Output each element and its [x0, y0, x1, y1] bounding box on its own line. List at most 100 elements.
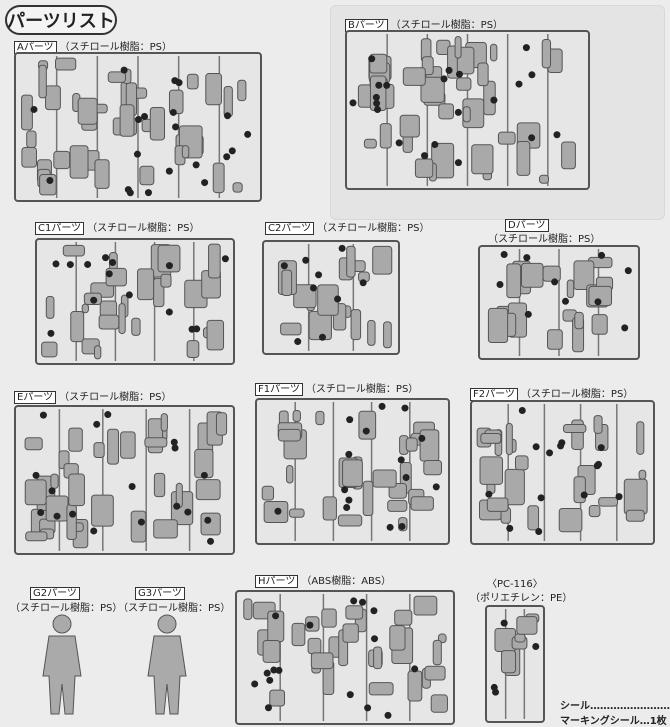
plastic-part — [212, 162, 225, 194]
part-number-marker — [615, 493, 623, 501]
plastic-part — [98, 314, 120, 330]
runner-E — [14, 405, 235, 555]
plastic-part — [542, 265, 561, 282]
plastic-part — [262, 640, 281, 663]
plastic-part — [516, 616, 538, 635]
plastic-part — [521, 262, 544, 288]
part-number-marker — [207, 537, 215, 545]
runner-parts-drawing — [476, 404, 648, 541]
part-number-marker — [274, 507, 282, 515]
label-G2-material: （スチロール樹脂：PS） — [10, 603, 123, 614]
plastic-part — [195, 479, 221, 501]
part-number-marker — [401, 404, 409, 412]
part-number-marker — [172, 123, 180, 131]
part-number-marker — [580, 491, 588, 499]
part-number-marker — [598, 251, 606, 259]
plastic-part — [157, 244, 181, 273]
plastic-part — [261, 485, 275, 501]
part-number-marker — [359, 598, 367, 606]
part-number-marker — [90, 296, 98, 304]
part-number-marker — [561, 297, 569, 305]
part-number-marker — [490, 96, 498, 104]
plastic-part — [372, 245, 393, 275]
runner-parts-drawing — [261, 402, 442, 541]
part-number-marker — [440, 75, 448, 83]
part-number-marker — [553, 131, 561, 139]
part-number-marker — [372, 93, 380, 101]
plastic-part — [345, 605, 364, 620]
part-number-marker — [421, 152, 429, 160]
plastic-part — [623, 478, 648, 515]
plastic-part — [21, 147, 37, 168]
plastic-part — [55, 57, 77, 71]
plastic-part — [516, 141, 531, 176]
plastic-part — [407, 670, 423, 702]
plastic-part — [62, 244, 85, 257]
plastic-part — [25, 531, 48, 542]
plastic-part — [38, 64, 47, 99]
part-number-marker — [184, 508, 192, 516]
part-number-marker — [137, 518, 145, 526]
part-number-marker — [102, 254, 110, 262]
part-number-marker — [266, 676, 274, 684]
plastic-part — [527, 505, 540, 531]
part-number-marker — [345, 496, 353, 504]
plastic-part — [430, 694, 448, 713]
part-number-marker — [48, 487, 56, 495]
label-G3-material: （スチロール樹脂：PS） — [118, 603, 231, 614]
part-number-marker — [37, 509, 45, 517]
label-G3: G3パーツ — [135, 584, 188, 600]
plastic-part — [107, 428, 119, 465]
runner-parts-drawing — [487, 249, 632, 356]
plastic-part — [24, 479, 47, 506]
plastic-part — [286, 464, 294, 484]
part-number-marker — [528, 134, 536, 142]
part-number-marker — [128, 482, 136, 490]
part-number-marker — [535, 528, 543, 536]
plastic-part — [402, 67, 426, 86]
plastic-part — [205, 73, 222, 106]
plastic-part — [419, 429, 440, 462]
label-G2: G2パーツ — [30, 584, 83, 600]
label-C2: C2パーツ（スチロール樹脂：PS） — [265, 219, 430, 235]
plastic-part — [77, 97, 98, 125]
plastic-part — [539, 174, 550, 184]
plastic-part — [41, 341, 58, 358]
plastic-part — [379, 123, 392, 149]
part-number-marker — [371, 635, 379, 643]
part-number-marker — [346, 416, 354, 424]
plastic-part — [558, 507, 583, 533]
runner-F1 — [255, 398, 450, 545]
plastic-part — [130, 510, 147, 543]
part-number-marker — [280, 262, 288, 270]
plastic-part — [363, 138, 377, 149]
plastic-part — [139, 165, 155, 186]
plastic-part — [562, 424, 587, 434]
part-number-marker — [275, 666, 283, 674]
plastic-part — [350, 309, 362, 341]
part-number-marker — [378, 402, 386, 410]
plastic-part — [479, 456, 504, 485]
plastic-part — [91, 494, 114, 527]
part-number-marker — [368, 55, 376, 63]
label-F2: F2パーツ（スチロール樹脂：PS） — [470, 385, 633, 401]
runner-D — [478, 245, 640, 360]
part-number-marker — [454, 159, 462, 167]
plastic-part — [486, 497, 509, 512]
part-number-marker — [537, 494, 545, 502]
plastic-part — [137, 268, 155, 301]
runner-parts-drawing — [277, 244, 393, 351]
part-number-marker — [84, 260, 92, 268]
part-number-marker — [594, 298, 602, 306]
part-number-marker — [302, 256, 310, 264]
part-number-marker — [105, 270, 113, 278]
runner-F2 — [470, 400, 655, 545]
part-number-marker — [309, 284, 317, 292]
plastic-part — [243, 598, 253, 620]
part-number-marker — [47, 329, 55, 337]
part-number-marker — [532, 643, 540, 651]
part-number-marker — [597, 444, 605, 452]
plastic-part — [424, 665, 446, 681]
part-number-marker — [306, 621, 314, 629]
part-number-marker — [228, 147, 236, 155]
